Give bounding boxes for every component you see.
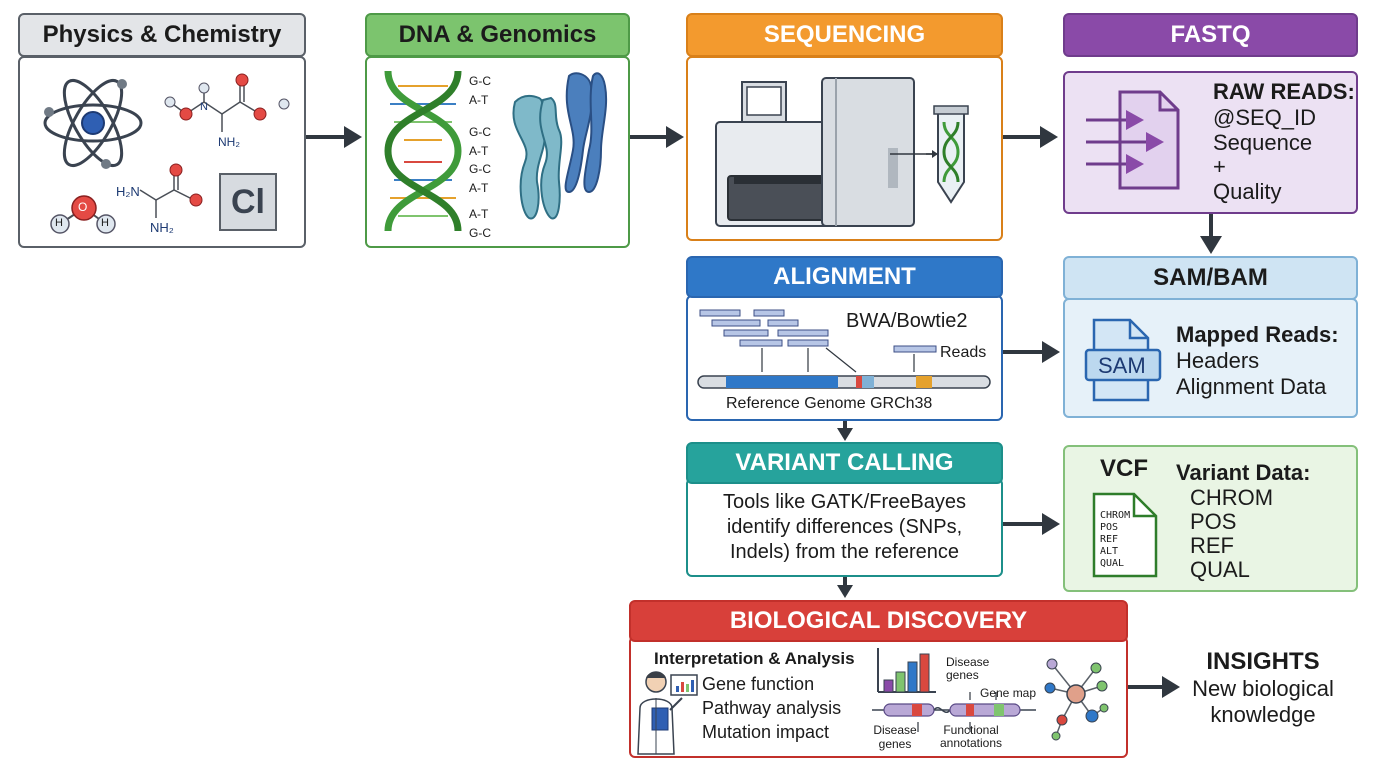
sambam-heading: Mapped Reads:: [1176, 322, 1339, 347]
vcf-file-icon: [1092, 492, 1158, 578]
map-disease-genes-bottom: Disease genes: [873, 723, 917, 751]
variant-description: Tools like GATK/FreeBayes identify diffe…: [686, 490, 1003, 565]
sambam-line-2: Alignment Data: [1176, 374, 1327, 399]
water-molecule-icon: [50, 195, 116, 234]
fastq-line-2: Sequence: [1213, 129, 1313, 155]
scientist-icon: [637, 671, 683, 755]
sambam-header: SAM/BAM: [1063, 256, 1358, 300]
physics-header: Physics & Chemistry: [18, 13, 306, 57]
fastq-line-3: +: [1213, 154, 1226, 179]
sequencing-header: SEQUENCING: [686, 13, 1003, 57]
bar-chart-icon: [877, 648, 936, 693]
pair-7: A-T: [469, 207, 489, 221]
mini-chart-icon: [670, 674, 698, 696]
water-h-left: H: [55, 217, 63, 229]
fastq-heading: RAW READS:: [1213, 79, 1355, 104]
vcf-line-3: REF: [1190, 533, 1234, 558]
water-h-right: H: [101, 217, 109, 229]
pair-5: G-C: [469, 162, 491, 176]
vcf-file-line-1: CHROM: [1100, 510, 1131, 521]
gene-map-graphic: [872, 692, 1036, 732]
sam-file-label: SAM: [1098, 353, 1146, 378]
map-functional: Functional annotations: [939, 723, 1003, 750]
pair-3: G-C: [469, 125, 491, 139]
dna-title: DNA & Genomics: [398, 21, 597, 48]
vcf-file-lines: CHROM POS REF ALT QUAL: [1100, 510, 1130, 570]
dna-header: DNA & Genomics: [365, 13, 630, 57]
svg-text:N: N: [200, 101, 208, 113]
fastq-header: FASTQ: [1063, 13, 1358, 57]
fastq-title: FASTQ: [1170, 21, 1251, 48]
pair-4: A-T: [469, 143, 489, 158]
insights-title: INSIGHTS: [1206, 648, 1320, 675]
fastq-line-1: @SEQ_ID: [1213, 105, 1317, 130]
fastq-lines: @SEQ_ID Sequence + Quality: [1213, 105, 1317, 204]
dna-helix-icon: [384, 70, 462, 232]
network-icon: [1044, 658, 1109, 741]
amino-nh2: NH₂: [150, 220, 174, 235]
read-alignment-graphic: [697, 309, 991, 389]
chromosome-icon: [512, 72, 608, 220]
discovery-heading: Interpretation & Analysis: [654, 649, 855, 668]
water-o-label: O: [78, 200, 88, 214]
insights-line-1: New biological: [1192, 676, 1334, 701]
vcf-file-line-3: REF: [1100, 534, 1119, 545]
vcf-heading: Variant Data:: [1176, 460, 1311, 485]
svg-text:NH₂: NH₂: [218, 135, 240, 149]
sequencer-icon: [715, 77, 940, 227]
discovery-item-2: Pathway analysis: [702, 698, 842, 718]
pair-2: A-T: [469, 92, 489, 107]
variant-title: VARIANT CALLING: [735, 449, 954, 476]
variant-line-2: identify differences (SNPs,: [726, 516, 963, 538]
variant-header: VARIANT CALLING: [686, 442, 1003, 484]
amino-h2n: H₂N: [116, 184, 140, 199]
pair-1: G-C: [469, 74, 491, 88]
insights-line-2: knowledge: [1210, 702, 1316, 727]
pair-6: A-T: [469, 180, 489, 195]
vcf-file-line-2: POS: [1100, 522, 1119, 533]
chlorine-symbol: Cl: [231, 182, 265, 221]
discovery-title: BIOLOGICAL DISCOVERY: [729, 607, 1028, 634]
vcf-title: VCF: [1100, 455, 1148, 482]
file-arrow-icon: [1086, 90, 1180, 190]
pair-8: G-C: [469, 225, 491, 240]
vcf-line-1: CHROM: [1190, 485, 1274, 510]
alignment-title: ALIGNMENT: [773, 263, 916, 290]
sequencing-title: SEQUENCING: [763, 21, 926, 48]
vcf-lines: CHROM POS REF QUAL: [1190, 486, 1273, 582]
chlorine-tile: Cl: [219, 173, 277, 231]
molecule-icon: NH₂ N: [164, 73, 290, 149]
sambam-title: SAM/BAM: [1153, 264, 1268, 291]
fastq-line-4: Quality: [1213, 178, 1282, 204]
discovery-item-3: Mutation impact: [702, 722, 830, 742]
sambam-line-1: Headers: [1176, 348, 1260, 373]
map-disease-genes-top: Disease genes: [946, 655, 990, 682]
discovery-header: BIOLOGICAL DISCOVERY: [629, 600, 1128, 642]
dna-pair-labels: G-C A-T G-C A-T G-C A-T A-T G-C: [469, 72, 491, 242]
alignment-header: ALIGNMENT: [686, 256, 1003, 298]
physics-title: Physics & Chemistry: [42, 21, 282, 48]
variant-line-3: Indels) from the reference: [730, 541, 959, 563]
alignment-reads-label: Reads: [940, 344, 987, 361]
discovery-item-1: Gene function: [702, 674, 815, 694]
vcf-line-4: QUAL: [1190, 557, 1250, 582]
test-tube-icon: [926, 105, 969, 204]
vcf-file-line-5: QUAL: [1100, 558, 1125, 569]
vcf-file-line-4: ALT: [1100, 546, 1119, 557]
variant-line-1: Tools like GATK/FreeBayes: [722, 491, 967, 513]
alignment-reference: Reference Genome GRCh38: [726, 395, 933, 412]
alignment-tool: BWA/Bowtie2: [846, 310, 968, 332]
vcf-line-2: POS: [1190, 509, 1237, 534]
discovery-items: Gene function Pathway analysis Mutation …: [702, 672, 841, 744]
document-icon: [1084, 318, 1162, 402]
sambam-lines: Headers Alignment Data: [1176, 348, 1326, 400]
insights-block: INSIGHTS New biological knowledge: [1168, 648, 1358, 728]
amino-acid-icon: [139, 163, 203, 218]
map-gene-map: Gene map: [980, 686, 1037, 700]
atom-icon: [43, 78, 143, 169]
